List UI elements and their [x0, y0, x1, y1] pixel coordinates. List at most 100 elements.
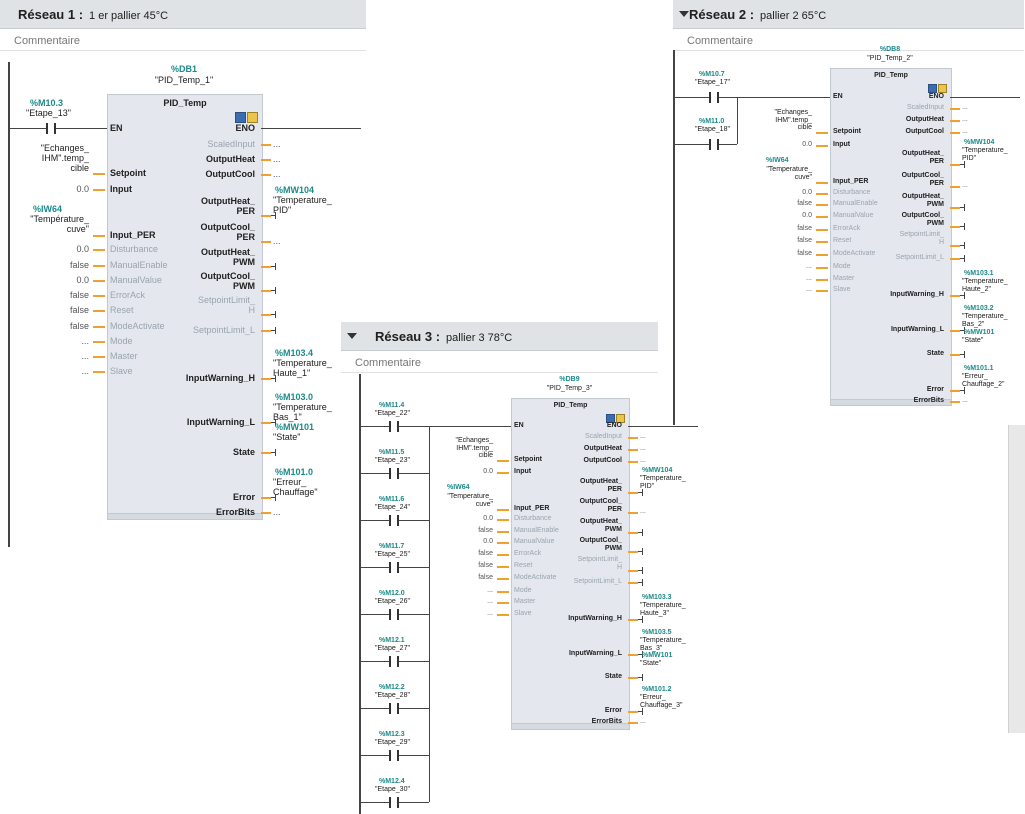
output-tag[interactable]: %MW104	[964, 139, 995, 146]
output-symbol: "Erreur_Chauffage_2"	[962, 373, 1004, 389]
output-value-placeholder[interactable]: ...	[640, 717, 646, 725]
input-value[interactable]: 0.0	[802, 140, 812, 148]
input-pin	[93, 265, 105, 267]
output-tag[interactable]: %M103.3	[642, 594, 672, 601]
input-per-tag[interactable]: %IW64	[447, 484, 470, 491]
input-value[interactable]: false	[69, 289, 89, 300]
input-value[interactable]: false	[797, 249, 812, 257]
normally-open-contact-icon[interactable]	[46, 123, 56, 134]
output-value-placeholder[interactable]: ...	[640, 432, 646, 440]
normally-open-contact-icon[interactable]	[389, 797, 399, 808]
configuration-icon[interactable]	[928, 84, 937, 93]
output-errorbits: ErrorBits	[591, 717, 622, 725]
input-value[interactable]: 0.0	[483, 537, 493, 545]
pid-temp-block[interactable]: PID_Temp	[511, 398, 630, 730]
input-value[interactable]: false	[797, 224, 812, 232]
rung-wire-en	[737, 97, 830, 98]
input-value[interactable]: ...	[806, 274, 812, 282]
input-value[interactable]: ...	[81, 335, 89, 346]
pid-temp-block[interactable]: PID_Temp	[830, 68, 952, 406]
network-header[interactable]: Réseau 2 :pallier 2 65°C	[673, 0, 1024, 29]
normally-open-contact-icon[interactable]	[389, 609, 399, 620]
normally-open-contact-icon[interactable]	[709, 139, 719, 150]
output-tag[interactable]: %M103.2	[964, 305, 994, 312]
normally-open-contact-icon[interactable]	[389, 656, 399, 667]
input-value[interactable]: false	[69, 320, 89, 331]
output-tag[interactable]: %M103.5	[642, 629, 672, 636]
input-value[interactable]: false	[478, 573, 493, 581]
output-tag[interactable]: %MW104	[642, 467, 673, 474]
input-value[interactable]: ...	[487, 586, 493, 594]
output-value-placeholder[interactable]: ...	[640, 456, 646, 464]
output-value-placeholder[interactable]: ...	[962, 181, 968, 189]
input-value[interactable]: false	[69, 259, 89, 270]
normally-open-contact-icon[interactable]	[389, 468, 399, 479]
output-tag[interactable]: %M101.2	[642, 686, 672, 693]
output-tag[interactable]: %MW101	[642, 652, 673, 659]
input-value[interactable]: false	[478, 549, 493, 557]
output-value-placeholder[interactable]: ...	[273, 506, 281, 517]
pid-temp-block[interactable]: PID_Temp	[107, 94, 263, 520]
commissioning-icon[interactable]	[938, 84, 947, 93]
output-tag[interactable]: %M101.0	[275, 467, 314, 477]
normally-open-contact-icon[interactable]	[709, 92, 719, 103]
output-tag[interactable]: %MW101	[275, 422, 315, 432]
input-value[interactable]: 0.0	[483, 514, 493, 522]
input-mode: Mode	[110, 335, 133, 346]
contact-address: %M12.2	[379, 684, 405, 691]
input-value[interactable]: false	[478, 561, 493, 569]
input-per-tag[interactable]: %IW64	[33, 204, 63, 214]
input-value[interactable]: false	[69, 304, 89, 315]
input-per-tag[interactable]: %IW64	[766, 157, 789, 164]
input-value[interactable]: ...	[806, 262, 812, 270]
configuration-icon[interactable]	[235, 112, 246, 123]
input-value[interactable]: false	[478, 526, 493, 534]
collapse-triangle-icon[interactable]	[679, 11, 689, 17]
commissioning-icon[interactable]	[247, 112, 258, 123]
output-value-placeholder[interactable]: ...	[962, 396, 968, 404]
output-value-placeholder[interactable]: ...	[962, 103, 968, 111]
network-comment[interactable]: Commentaire	[0, 29, 366, 51]
input-value[interactable]: false	[797, 236, 812, 244]
vertical-scrollbar[interactable]	[1008, 425, 1025, 733]
output-tag[interactable]: %MW101	[964, 329, 995, 336]
normally-open-contact-icon[interactable]	[389, 703, 399, 714]
output-tag[interactable]: %M103.0	[275, 392, 314, 402]
output-value-placeholder[interactable]: ...	[273, 138, 281, 149]
output-value-placeholder[interactable]: ...	[640, 507, 646, 515]
output-tag[interactable]: %MW104	[275, 185, 315, 195]
input-value[interactable]: 0.0	[76, 274, 89, 285]
output-value-placeholder[interactable]: ...	[273, 235, 281, 246]
network-header[interactable]: Réseau 1 :1 er pallier 45°C	[0, 0, 366, 29]
normally-open-contact-icon[interactable]	[389, 750, 399, 761]
output-tag[interactable]: %M103.1	[964, 270, 994, 277]
input-value[interactable]: 0.0	[76, 183, 89, 194]
input-value[interactable]: 0.0	[802, 211, 812, 219]
output-value-placeholder[interactable]: ...	[273, 168, 281, 179]
input-value[interactable]: ...	[487, 609, 493, 617]
input-value[interactable]: ...	[81, 365, 89, 376]
output-value-placeholder[interactable]: ...	[273, 153, 281, 164]
network-comment[interactable]: Commentaire	[673, 29, 1024, 51]
output-value-placeholder[interactable]: ...	[962, 127, 968, 135]
input-value[interactable]: ...	[806, 285, 812, 293]
output-tag[interactable]: %M103.4	[275, 348, 314, 358]
output-tag[interactable]: %M101.1	[964, 365, 994, 372]
input-value[interactable]: ...	[81, 350, 89, 361]
input-value[interactable]: ...	[487, 597, 493, 605]
input-value[interactable]: 0.0	[76, 243, 89, 254]
normally-open-contact-icon[interactable]	[389, 515, 399, 526]
collapse-triangle-icon[interactable]	[347, 333, 357, 339]
network-comment[interactable]: Commentaire	[341, 351, 658, 373]
normally-open-contact-icon[interactable]	[389, 562, 399, 573]
output-terminal	[964, 204, 965, 211]
normally-open-contact-icon[interactable]	[389, 421, 399, 432]
input-value[interactable]: false	[797, 199, 812, 207]
input-value[interactable]: 0.0	[802, 188, 812, 196]
network-header[interactable]: Réseau 3 :pallier 3 78°C	[341, 322, 658, 351]
configuration-icon[interactable]	[606, 414, 615, 423]
output-value-placeholder[interactable]: ...	[962, 115, 968, 123]
commissioning-icon[interactable]	[616, 414, 625, 423]
input-value[interactable]: 0.0	[483, 467, 493, 475]
output-value-placeholder[interactable]: ...	[640, 444, 646, 452]
